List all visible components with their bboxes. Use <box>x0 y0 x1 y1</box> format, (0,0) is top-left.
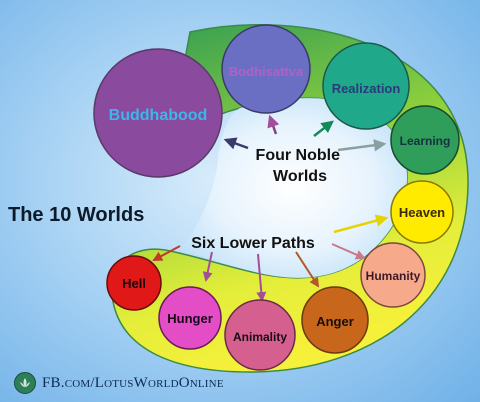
footer: FB.com/LotusWorldOnline <box>14 372 224 394</box>
world-circle-bodhisattva <box>221 24 311 114</box>
world-circle-hunger <box>158 286 222 350</box>
world-realization: Realization <box>322 42 410 130</box>
world-circle-heaven <box>390 180 454 244</box>
world-bodhisattva: Bodhisattva <box>221 24 311 114</box>
world-learning: Learning <box>390 105 460 175</box>
world-circle-realization <box>322 42 410 130</box>
arrow-to-realization <box>313 120 334 137</box>
arrow-to-hell <box>152 245 181 261</box>
world-label-learning: Learning <box>400 134 451 148</box>
arrow-to-learning <box>337 139 387 152</box>
world-circle-anger <box>301 286 369 354</box>
arrow-to-heaven <box>333 214 389 234</box>
world-anger: Anger <box>301 286 369 354</box>
diagram-title: The 10 Worlds <box>8 204 144 226</box>
world-hell: Hell <box>106 255 162 311</box>
arrow-to-hunger <box>202 251 213 282</box>
arrow-to-buddhahood <box>223 137 249 150</box>
lotus-icon <box>14 372 36 394</box>
world-label-hell: Hell <box>122 276 146 291</box>
world-label-hunger: Hunger <box>167 311 213 326</box>
arrow-to-humanity <box>331 243 366 260</box>
world-circle-humanity <box>360 242 426 308</box>
world-label-buddhahood: Buddhabood <box>109 107 208 124</box>
world-circle-buddhahood <box>93 48 223 178</box>
world-label-bodhisattva: Bodhisattva <box>229 64 304 79</box>
world-label-realization: Realization <box>332 81 401 96</box>
world-label-heaven: Heaven <box>399 205 445 220</box>
arrow-to-animality <box>256 253 267 302</box>
arrow-to-anger <box>295 251 320 288</box>
arrow-to-bodhisattva <box>267 114 280 135</box>
world-buddhahood: Buddhabood <box>93 48 223 178</box>
four-noble-worlds-label: Four Noble Worlds <box>256 147 345 185</box>
world-heaven: Heaven <box>390 180 454 244</box>
world-circle-learning <box>390 105 460 175</box>
six-lower-paths-label: Six Lower Paths <box>191 235 315 252</box>
world-circle-animality <box>224 299 296 371</box>
world-circle-hell <box>106 255 162 311</box>
world-humanity: Humanity <box>360 242 426 308</box>
world-hunger: Hunger <box>158 286 222 350</box>
world-label-animality: Animality <box>233 330 287 344</box>
world-label-humanity: Humanity <box>366 269 421 283</box>
world-label-anger: Anger <box>316 314 354 329</box>
footer-link[interactable]: FB.com/LotusWorldOnline <box>42 374 224 391</box>
world-animality: Animality <box>224 299 296 371</box>
